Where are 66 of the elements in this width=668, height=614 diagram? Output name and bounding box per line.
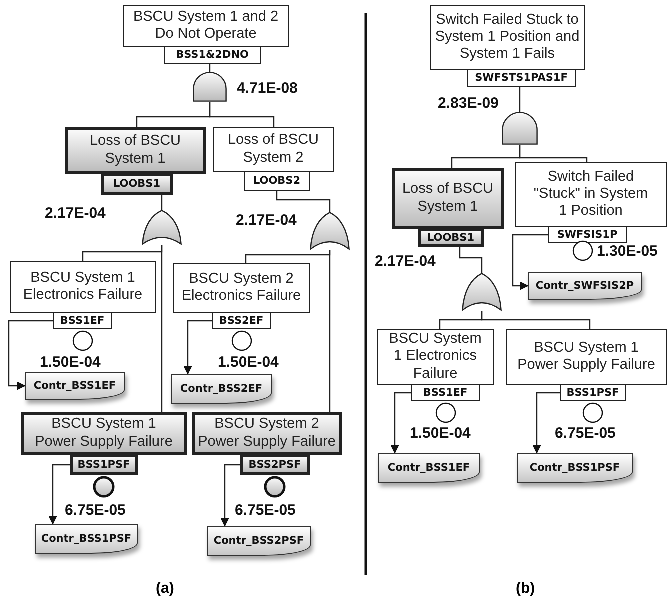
event-description: BSCU System 1 Power Supply Failure — [21, 412, 187, 455]
arrow — [532, 392, 560, 454]
event-id: BSS1PSF — [70, 454, 138, 475]
or-gate — [462, 273, 502, 311]
probability-value: 4.71E-08 — [237, 80, 298, 97]
event-id: BSS1EF — [53, 312, 112, 329]
connector-line — [329, 250, 331, 412]
arrow — [48, 464, 70, 525]
event-id: BSS2PSF — [240, 454, 310, 475]
event-description: BSCU System 1 and 2 Do Not Operate — [123, 5, 289, 47]
transfer-event: Contr_BSS1EF — [378, 453, 480, 483]
connector-line — [276, 191, 331, 212]
connector-line — [481, 311, 591, 329]
arrow — [220, 464, 240, 527]
and-gate — [502, 112, 538, 145]
or-gate — [310, 212, 350, 250]
connector-line — [519, 87, 521, 112]
event-id: LOOBS2 — [244, 171, 310, 191]
probability-value: 1.30E-05 — [597, 243, 658, 260]
probability-value: 6.75E-05 — [65, 502, 126, 519]
event-description: Loss of BSCU System 1 — [65, 127, 206, 174]
event-description: Loss of BSCU System 2 — [213, 127, 334, 172]
probability-value: 2.17E-04 — [45, 205, 106, 222]
arrow — [8, 320, 53, 390]
event-id: BSS1&2DNO — [164, 46, 261, 64]
event-id: BSS2EF — [212, 312, 271, 329]
event-id: LOOBS1 — [418, 228, 484, 247]
event-description: BSCU System 2 Power Supply Failure — [192, 412, 342, 455]
probability-value: 6.75E-05 — [235, 502, 296, 519]
arrow — [390, 392, 411, 454]
connector-line — [209, 102, 275, 127]
event-description: Switch Failed "Stuck" in System 1 Position — [515, 162, 667, 227]
event-description: BSCU System 1 Electronics Failure — [10, 261, 156, 313]
transfer-event: Contr_BSS1PSF — [517, 453, 633, 483]
event-id: SWFSTS1PAS1F — [467, 69, 576, 87]
event-id: BSS1PSF — [560, 384, 626, 401]
connector-line — [161, 195, 163, 210]
arrow — [184, 320, 212, 375]
probability-value: 1.50E-04 — [40, 354, 101, 371]
event-description: BSCU System 1 Power Supply Failure — [506, 329, 667, 385]
connector-line — [161, 245, 163, 412]
event-description: Switch Failed Stuck to System 1 Position and System 1 Fails — [430, 5, 585, 70]
connector-line — [459, 247, 483, 273]
transfer-event: Contr_BSS1EF — [25, 372, 125, 400]
probability-value: 2.17E-04 — [236, 212, 297, 229]
transfer-event: Contr_BSS2PSF — [207, 526, 311, 556]
probability-value: 6.75E-05 — [555, 425, 616, 442]
probability-value: 2.83E-09 — [438, 95, 499, 112]
arrow — [512, 234, 548, 290]
transfer-event: Contr_SWFSIS2P — [528, 272, 642, 300]
event-description: BSCU System 2 Electronics Failure — [173, 263, 310, 313]
event-id: BSS1EF — [411, 384, 480, 401]
event-id: SWFSIS1P — [548, 226, 627, 243]
event-description: Loss of BSCU System 1 — [392, 168, 504, 229]
panel-label: (b) — [516, 580, 536, 597]
probability-value: 1.50E-04 — [218, 354, 279, 371]
probability-value: 2.17E-04 — [375, 253, 436, 270]
panel-label: (a) — [156, 580, 174, 597]
transfer-event: Contr_BSS1PSF — [35, 524, 138, 554]
and-gate — [193, 72, 227, 102]
connector-line — [519, 145, 588, 162]
event-description: BSCU System 1 Electronics Failure — [377, 329, 494, 385]
or-gate — [142, 210, 182, 245]
probability-value: 1.50E-04 — [410, 425, 471, 442]
event-id: LOOBS1 — [101, 173, 173, 195]
transfer-event: Contr_BSS2EF — [171, 374, 272, 404]
